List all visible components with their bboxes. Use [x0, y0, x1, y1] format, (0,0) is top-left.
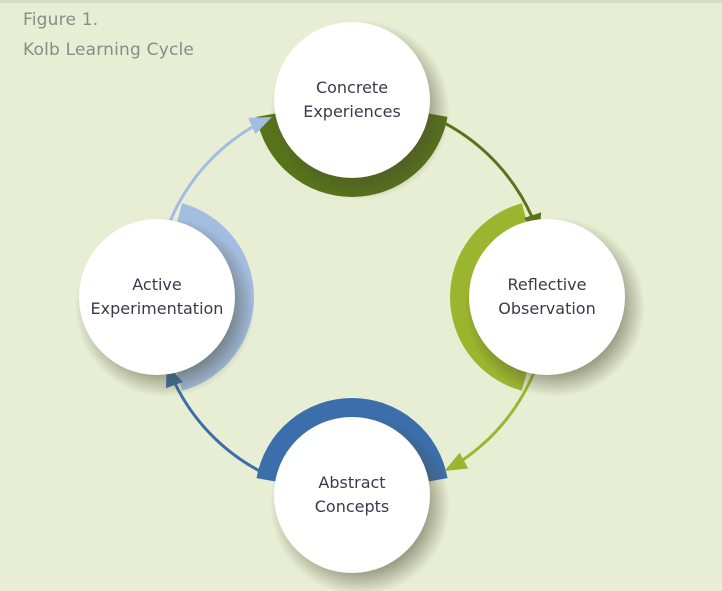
stage-label-line: Abstract	[318, 473, 386, 492]
stage-label-line: Active	[132, 275, 182, 294]
stage-label-line: Reflective	[507, 275, 587, 294]
stage-label-line: Concrete	[315, 78, 389, 97]
arrow-shaft	[443, 121, 534, 218]
stage-circle-reflective	[469, 219, 625, 375]
top-border	[0, 0, 722, 3]
stage-band-abstract	[256, 397, 448, 483]
arrow-active-to-concrete	[167, 117, 272, 224]
stage-label-abstract: Abstract Concepts	[277, 471, 427, 519]
stage-label-reflective: Reflective Observation	[472, 273, 622, 321]
stage-circle-concrete	[274, 22, 430, 178]
stage-circle-abstract	[274, 417, 430, 573]
stage-label-line: Experimentation	[90, 299, 224, 318]
stage-band-reflective	[449, 203, 529, 391]
arrow-shaft	[167, 125, 255, 224]
stage-label-concrete: Concrete Experiences	[277, 76, 427, 124]
stage-circle-active	[79, 219, 235, 375]
stage-label-line: Experiences	[303, 102, 401, 121]
arrow-shaft	[173, 382, 261, 473]
arrowhead-icon	[248, 117, 272, 135]
stage-label-line: Observation	[498, 299, 596, 318]
figure-number: Figure 1.	[23, 10, 99, 30]
stage-label-active: Active Experimentation	[82, 273, 232, 321]
stage-label-line: Concepts	[314, 497, 390, 516]
figure-title: Kolb Learning Cycle	[23, 40, 195, 60]
arrowhead-icon	[444, 452, 469, 471]
